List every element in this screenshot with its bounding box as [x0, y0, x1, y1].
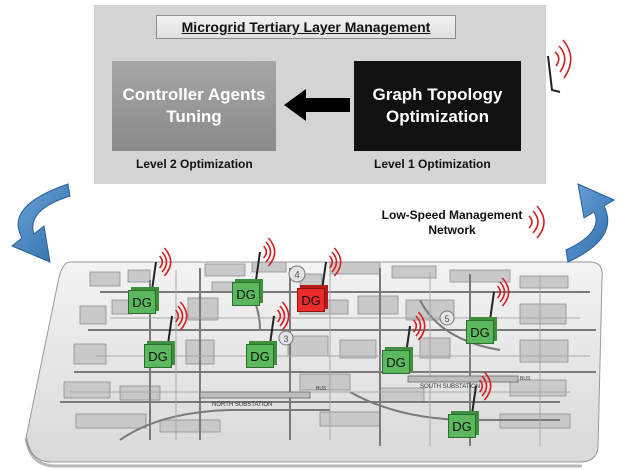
level-1-label: Level 1 Optimization [374, 157, 491, 171]
map-node-3-label: 3 [283, 334, 288, 344]
south-bus-label: BUS [520, 376, 531, 382]
south-substation-label: SOUTH SUBSTATION [420, 384, 480, 390]
dg-label: DG [148, 348, 168, 364]
map-node-5-label: 5 [444, 314, 449, 324]
signal-arc [163, 247, 172, 277]
antenna-mast [255, 251, 261, 281]
signal-arc [262, 245, 268, 259]
dg-label: DG [132, 294, 152, 310]
optimization-flow-arrow-icon [284, 89, 350, 121]
map-plate-shadow [24, 437, 582, 468]
signal-arc [478, 379, 484, 393]
dg-label: DG [470, 324, 490, 340]
map-plate [25, 261, 603, 463]
map-node-4-label: 4 [294, 270, 300, 281]
network-label: Low-Speed Management Network [381, 208, 523, 237]
signal-arc [281, 301, 290, 331]
signal-arc [412, 319, 418, 333]
map-thin-lines [70, 268, 590, 446]
signal-arc [267, 237, 276, 267]
antenna-mast [167, 315, 173, 345]
dg-label: DG [250, 348, 270, 364]
map-node-3 [278, 330, 294, 346]
antenna-mast [151, 261, 157, 291]
north-substation-label: NORTH SUBSTATION [212, 402, 272, 408]
signal-arc [276, 309, 282, 323]
signal-arc [161, 251, 168, 273]
antenna-mast [405, 325, 411, 355]
signal-arc [496, 285, 502, 299]
dg-label: DG [386, 354, 406, 370]
controller-agents-tuning-box: Controller Agents Tuning [112, 61, 276, 151]
panel-title: Microgrid Tertiary Layer Management [156, 15, 456, 39]
signal-arc [174, 309, 180, 323]
signal-arc [417, 311, 426, 341]
signal-arc [481, 375, 488, 397]
signal-arc [499, 281, 506, 303]
dg-unit: DG [128, 290, 156, 314]
north-substation-bus [199, 391, 311, 399]
dg-unit: DG [448, 414, 476, 438]
signal-arc [265, 241, 272, 263]
signal-arc [415, 315, 422, 337]
signal-arc [501, 277, 510, 307]
dg-unit-active: DG [297, 288, 325, 312]
antenna-mast [269, 315, 275, 345]
south-substation-bus [407, 375, 519, 383]
map-node-4 [288, 265, 306, 283]
dg-unit: DG [144, 344, 172, 368]
signal-arc [328, 255, 334, 269]
signal-arc [331, 251, 338, 273]
level-2-label: Level 2 Optimization [136, 157, 253, 171]
signal-arc [177, 305, 184, 327]
left-cycle-arrow [11, 183, 71, 263]
dg-unit: DG [232, 282, 260, 306]
dg-label: DG [452, 418, 472, 434]
network-signal-icon [528, 205, 545, 239]
top-antenna [547, 39, 572, 93]
signal-arc [158, 255, 164, 269]
dg-unit: DG [466, 320, 494, 344]
dg-label: DG [301, 292, 321, 308]
dg-label: DG [236, 286, 256, 302]
antenna-mast [321, 261, 327, 291]
signal-arc [333, 247, 342, 277]
signal-arc [483, 371, 492, 401]
north-bus-label: BUS [316, 386, 327, 392]
map-buildings [63, 261, 571, 433]
antenna-mast [471, 385, 477, 415]
dg-unit: DG [246, 344, 274, 368]
tertiary-layer-panel: Microgrid Tertiary Layer Management Cont… [94, 5, 546, 184]
graph-topology-optimization-box: Graph Topology Optimization [354, 61, 521, 151]
map-node-5 [439, 310, 455, 326]
signal-arc [279, 305, 286, 327]
right-cycle-arrow [565, 183, 616, 263]
antenna-mast [489, 291, 495, 321]
signal-arc [179, 301, 188, 331]
dg-unit: DG [382, 350, 410, 374]
